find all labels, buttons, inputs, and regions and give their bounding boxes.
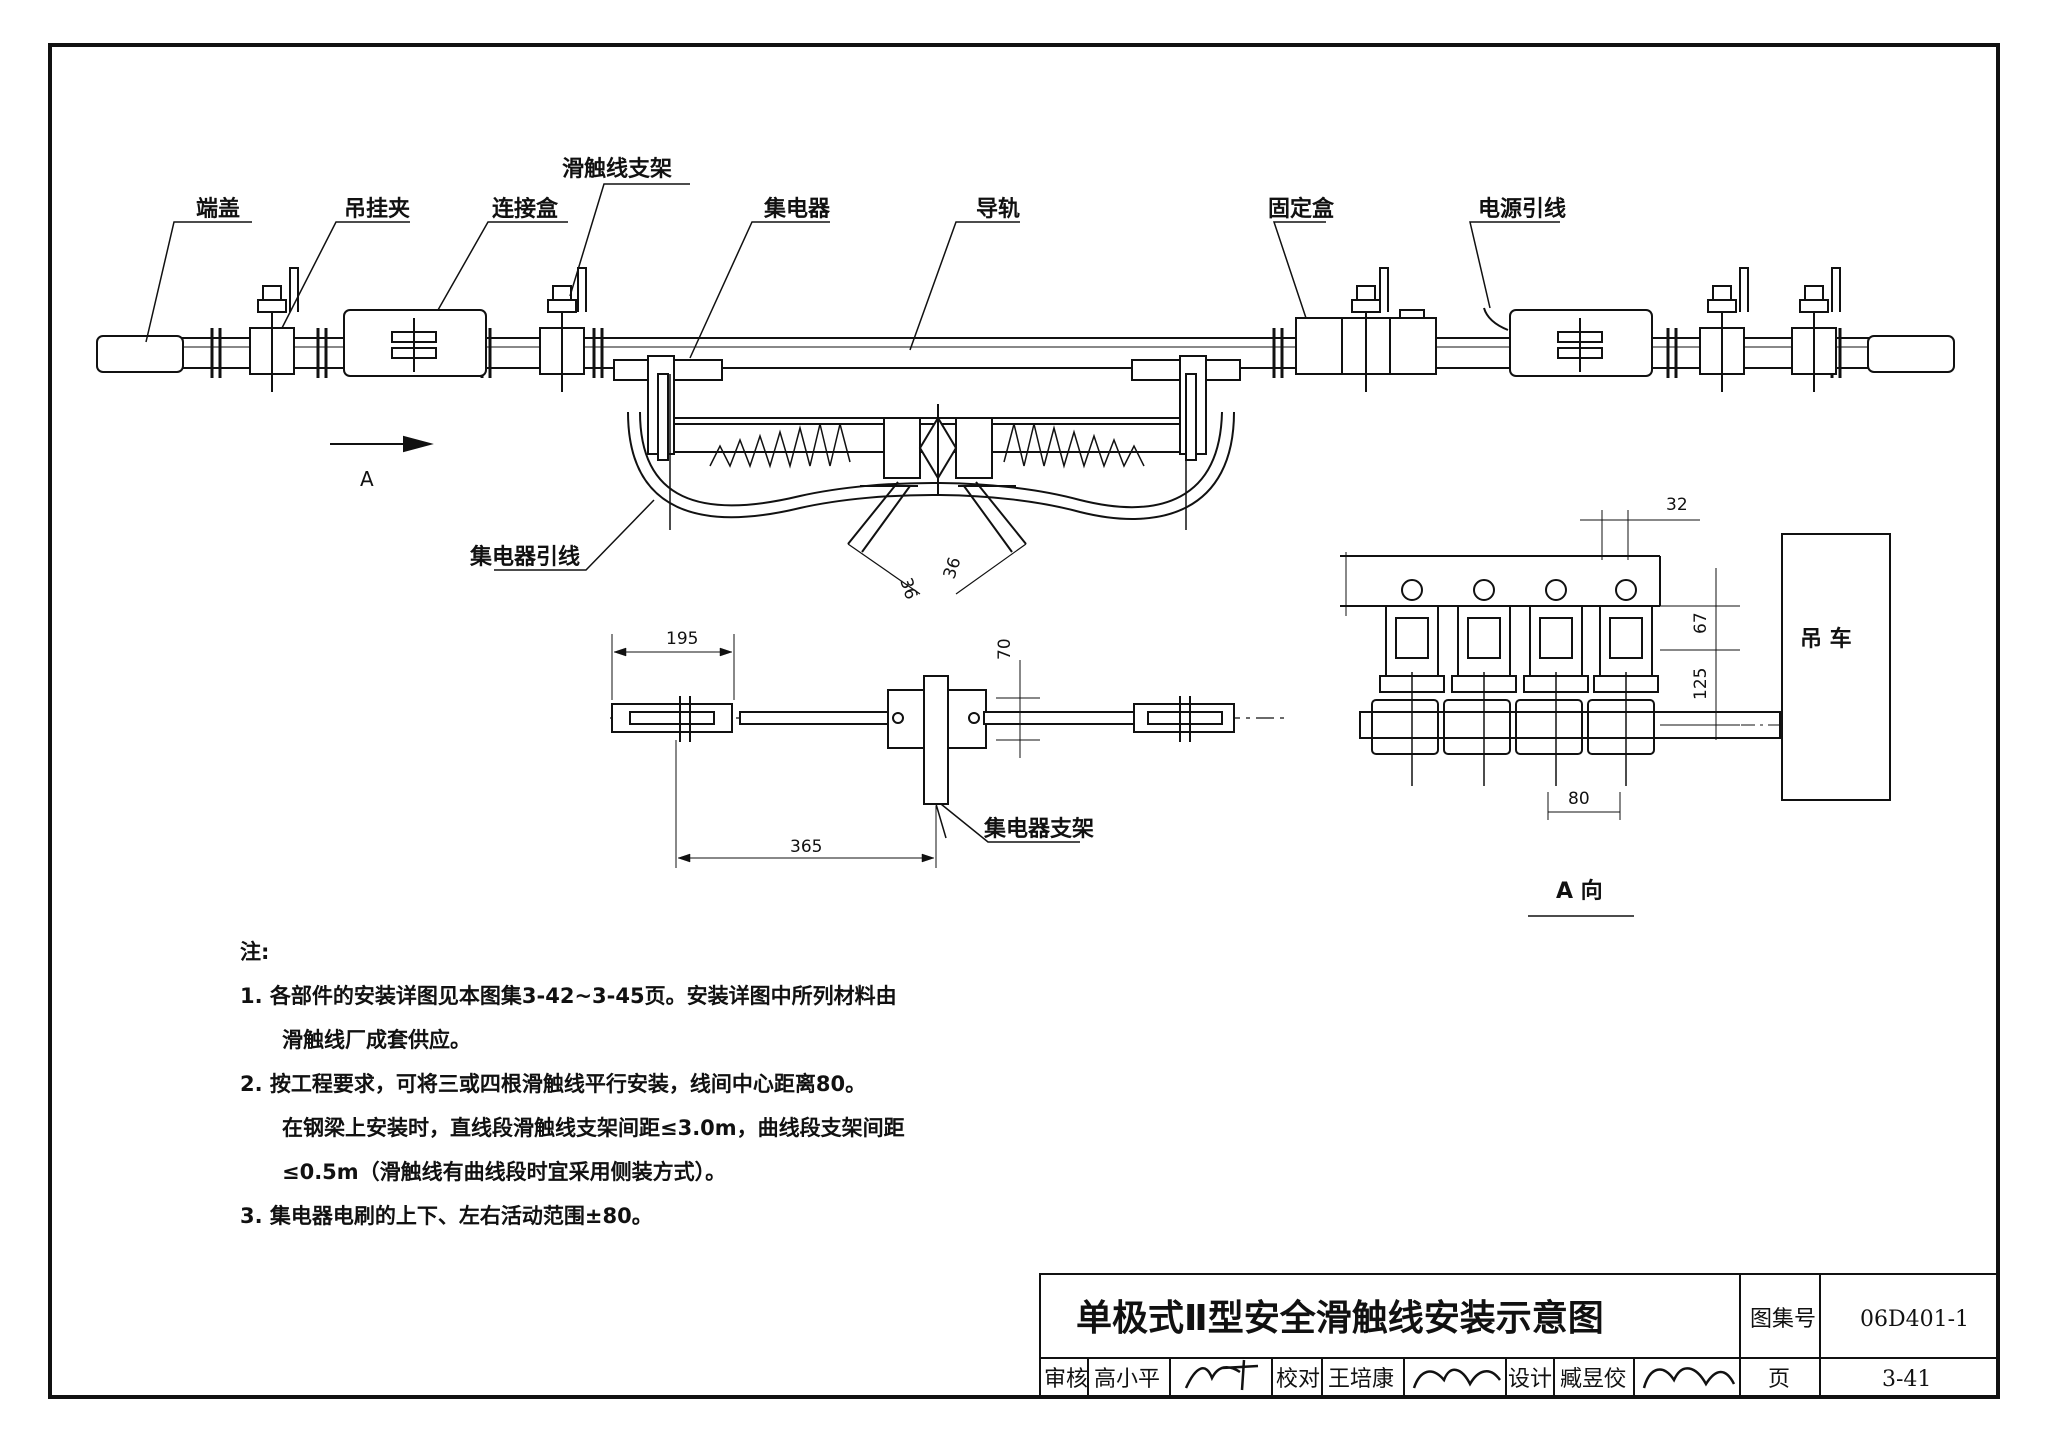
label-power-lead: 电源引线 — [1478, 196, 1566, 222]
label-collector: 集电器 — [763, 196, 831, 222]
drawing-title: 单极式Ⅱ型安全滑触线安装示意图 — [1076, 1297, 1604, 1339]
arrow-a-label: A — [360, 467, 374, 491]
title-block — [1039, 1273, 1999, 1398]
end-cap-right — [1867, 335, 1955, 373]
note-1-line-1: 1. 各部件的安装详图见本图集3-42~3-45页。安装详图中所列材料由 — [240, 984, 897, 1008]
dim-36-left: 36 — [895, 575, 921, 602]
label-line-bracket: 滑触线支架 — [562, 156, 672, 182]
collector-assembly — [613, 355, 1241, 553]
label-fixed-box: 固定盒 — [1268, 196, 1335, 222]
dim-32: 32 — [1666, 495, 1688, 515]
view-a-elevation — [1340, 510, 1891, 917]
dim-67: 67 — [1691, 612, 1711, 634]
note-2-line-2: 在钢梁上安装时，直线段滑触线支架间距≤3.0m，曲线段支架间距 — [282, 1116, 905, 1140]
notes-heading: 注: — [240, 940, 270, 964]
dim-70: 70 — [995, 638, 1015, 660]
review-label: 审核 — [1044, 1367, 1088, 1392]
dim-125: 125 — [1691, 668, 1711, 700]
label-connection-box: 连接盒 — [492, 196, 559, 222]
designer-name: 臧昱佼 — [1560, 1367, 1626, 1392]
plan-view — [610, 634, 1290, 868]
check-label: 校对 — [1276, 1367, 1320, 1392]
note-2-line-3: ≤0.5m（滑触线有曲线段时宜采用侧装方式）。 — [282, 1160, 727, 1184]
label-view-a: A 向 — [1556, 878, 1603, 904]
atlas-no: 06D401-1 — [1860, 1307, 1969, 1332]
end-cap-left — [96, 335, 184, 373]
page-number: 3-41 — [1882, 1367, 1931, 1392]
view-a-collectors — [1371, 579, 1659, 786]
notes-block: 注: 1. 各部件的安装详图见本图集3-42~3-45页。安装详图中所列材料由 … — [240, 930, 1000, 1238]
design-label: 设计 — [1508, 1367, 1552, 1392]
designer-signature — [1642, 1367, 1736, 1389]
brush-angle-dims — [847, 543, 1027, 595]
label-guide-rail: 导轨 — [976, 196, 1020, 222]
dim-365: 365 — [790, 837, 822, 857]
reviewer-signature — [1184, 1359, 1259, 1391]
reviewer-name: 高小平 — [1094, 1367, 1160, 1392]
dim-80: 80 — [1568, 789, 1590, 809]
atlas-no-label: 图集号 — [1750, 1307, 1816, 1332]
label-end-cap: 端盖 — [196, 196, 240, 222]
label-hanger-clamp: 吊挂夹 — [344, 196, 410, 222]
note-3-line-1: 3. 集电器电刷的上下、左右活动范围±80。 — [240, 1204, 653, 1228]
checker-name: 王培康 — [1328, 1367, 1394, 1392]
crane-box — [1781, 533, 1891, 801]
note-2-line-1: 2. 按工程要求，可将三或四根滑触线平行安装，线间中心距离80。 — [240, 1072, 867, 1096]
label-collector-lead: 集电器引线 — [469, 544, 580, 570]
note-1-line-2: 滑触线厂成套供应。 — [282, 1028, 471, 1052]
view-arrow-a — [330, 435, 434, 453]
main-elevation-view — [96, 267, 1955, 553]
dim-195: 195 — [666, 629, 698, 649]
dim-36-right: 36 — [940, 555, 966, 582]
drawing-border — [48, 43, 2000, 1399]
page-label: 页 — [1768, 1367, 1790, 1392]
label-crane: 吊 车 — [1800, 626, 1852, 652]
checker-signature — [1412, 1368, 1502, 1389]
label-collector-bracket: 集电器支架 — [983, 816, 1094, 842]
leader-lines-top — [145, 183, 1560, 843]
